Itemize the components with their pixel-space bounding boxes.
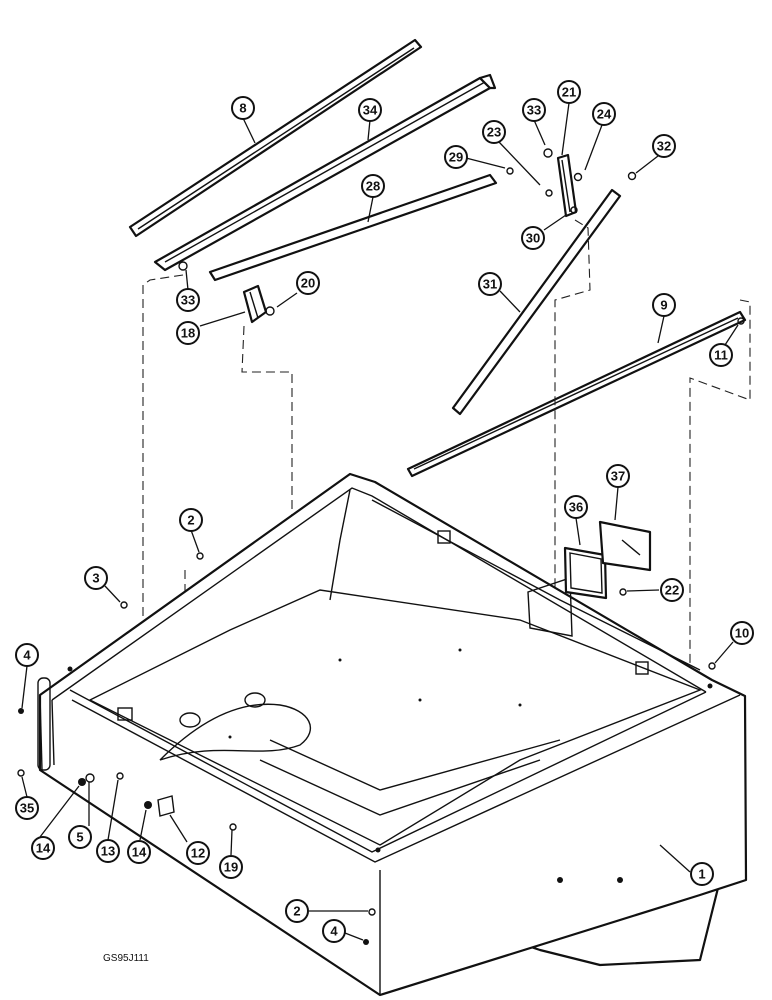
svg-text:18: 18 bbox=[181, 326, 195, 341]
callout-24: 24 bbox=[592, 102, 616, 126]
callout-22: 22 bbox=[660, 578, 684, 602]
callout-18: 18 bbox=[176, 321, 200, 345]
svg-text:11: 11 bbox=[714, 348, 728, 363]
callout-13: 13 bbox=[96, 839, 120, 863]
callout-19: 19 bbox=[219, 855, 243, 879]
window-glass-part-37 bbox=[598, 520, 652, 572]
leader-lines bbox=[21, 102, 739, 941]
callout-32: 32 bbox=[652, 134, 676, 158]
svg-text:2: 2 bbox=[293, 904, 300, 919]
svg-text:34: 34 bbox=[363, 103, 378, 118]
svg-text:2: 2 bbox=[187, 513, 194, 528]
svg-text:23: 23 bbox=[487, 125, 501, 140]
bracket-part-18 bbox=[242, 284, 268, 324]
svg-text:1: 1 bbox=[698, 867, 705, 882]
callout-34: 34 bbox=[358, 98, 382, 122]
callout-10: 10 bbox=[730, 621, 754, 645]
svg-text:3: 3 bbox=[92, 571, 99, 586]
callout-33-lower: 33 bbox=[176, 288, 200, 312]
hardware-bits bbox=[178, 148, 745, 325]
svg-text:13: 13 bbox=[101, 844, 115, 859]
hood-body-part-1 bbox=[37, 472, 748, 997]
svg-text:9: 9 bbox=[660, 298, 667, 313]
svg-text:14: 14 bbox=[132, 845, 147, 860]
svg-text:33: 33 bbox=[527, 103, 541, 118]
rail-part-8 bbox=[128, 38, 423, 238]
svg-text:31: 31 bbox=[483, 277, 497, 292]
svg-text:24: 24 bbox=[597, 107, 612, 122]
svg-text:30: 30 bbox=[526, 231, 540, 246]
callout-5: 5 bbox=[68, 825, 92, 849]
callout-2-lower: 2 bbox=[285, 899, 309, 923]
callout-4-lower: 4 bbox=[322, 919, 346, 943]
fastener-bits bbox=[17, 552, 716, 945]
callout-14-right: 14 bbox=[127, 840, 151, 864]
callout-14-left: 14 bbox=[31, 836, 55, 860]
callout-35: 35 bbox=[15, 796, 39, 820]
window-seal-part-36 bbox=[563, 546, 608, 600]
svg-text:12: 12 bbox=[191, 846, 205, 861]
callout-12: 12 bbox=[186, 841, 210, 865]
callout-1: 1 bbox=[690, 862, 714, 886]
callout-30: 30 bbox=[521, 226, 545, 250]
svg-text:33: 33 bbox=[181, 293, 195, 308]
callout-28: 28 bbox=[361, 174, 385, 198]
callout-29: 29 bbox=[444, 145, 468, 169]
callout-23: 23 bbox=[482, 120, 506, 144]
svg-text:29: 29 bbox=[449, 150, 463, 165]
svg-text:28: 28 bbox=[366, 179, 380, 194]
callout-2-upper: 2 bbox=[179, 508, 203, 532]
callout-9: 9 bbox=[652, 293, 676, 317]
svg-text:36: 36 bbox=[569, 500, 583, 515]
svg-text:35: 35 bbox=[20, 801, 34, 816]
rail-part-9 bbox=[406, 310, 747, 478]
brace-part-31 bbox=[451, 188, 622, 416]
callout-37: 37 bbox=[606, 464, 630, 488]
svg-text:10: 10 bbox=[735, 626, 749, 641]
svg-text:4: 4 bbox=[23, 648, 31, 663]
svg-text:8: 8 bbox=[239, 101, 246, 116]
brace-part-28 bbox=[208, 173, 498, 282]
svg-text:32: 32 bbox=[657, 139, 671, 154]
callout-20: 20 bbox=[296, 271, 320, 295]
callout-33: 33 bbox=[522, 98, 546, 122]
svg-text:21: 21 bbox=[562, 85, 576, 100]
svg-text:22: 22 bbox=[665, 583, 679, 598]
svg-text:20: 20 bbox=[301, 276, 315, 291]
svg-text:14: 14 bbox=[36, 841, 51, 856]
callout-4-upper: 4 bbox=[15, 643, 39, 667]
callout-11: 11 bbox=[709, 343, 733, 367]
svg-text:37: 37 bbox=[611, 469, 625, 484]
callout-36: 36 bbox=[564, 495, 588, 519]
svg-text:5: 5 bbox=[76, 830, 83, 845]
svg-text:4: 4 bbox=[330, 924, 338, 939]
svg-text:19: 19 bbox=[224, 860, 238, 875]
callout-31: 31 bbox=[478, 272, 502, 296]
callout-3: 3 bbox=[84, 566, 108, 590]
rail-part-34 bbox=[153, 73, 497, 272]
callout-8: 8 bbox=[231, 96, 255, 120]
drawing-code: GS95J111 bbox=[103, 953, 149, 964]
callout-21: 21 bbox=[557, 80, 581, 104]
